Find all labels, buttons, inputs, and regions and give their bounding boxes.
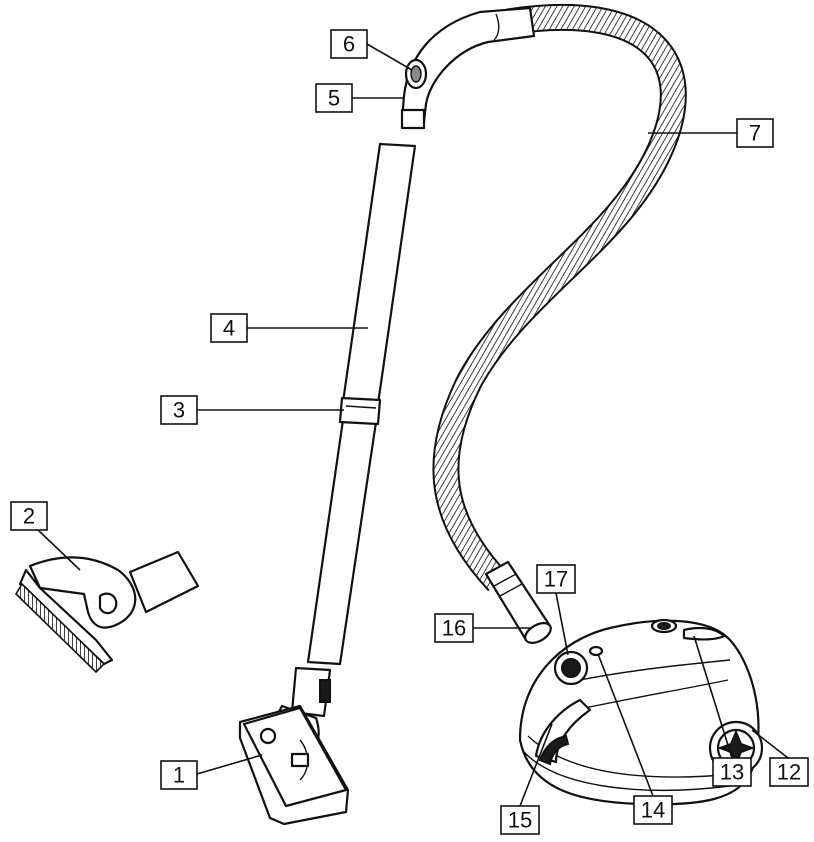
leader-14 [597, 653, 654, 797]
hose-connector [484, 560, 552, 644]
callout-17: 17 [536, 564, 576, 594]
callout-7: 7 [736, 118, 774, 148]
callout-6: 6 [330, 29, 368, 59]
vacuum-body [518, 618, 764, 806]
callout-5-label: 5 [328, 86, 340, 111]
callout-17-label: 17 [544, 567, 568, 592]
callout-4: 4 [210, 313, 248, 343]
callout-3: 3 [160, 395, 198, 425]
callout-6-label: 6 [343, 32, 355, 57]
floor-nozzle [238, 666, 350, 826]
leader-13 [693, 635, 733, 759]
telescopic-tube [306, 142, 417, 666]
callout-13-label: 13 [720, 760, 744, 785]
callout-16: 16 [434, 613, 474, 643]
callout-16-label: 16 [442, 616, 466, 641]
callout-15: 15 [500, 805, 540, 835]
dusting-brush [14, 550, 200, 674]
leader-2 [37, 529, 81, 571]
leader-6 [366, 43, 413, 71]
callout-14: 14 [633, 795, 673, 825]
callout-2-label: 2 [23, 504, 35, 529]
callout-7-label: 7 [749, 121, 761, 146]
callout-1-label: 1 [173, 763, 185, 788]
leader-12 [751, 729, 789, 759]
hose-handle [400, 6, 536, 130]
callout-15-label: 15 [508, 808, 532, 833]
leader-17 [555, 592, 569, 656]
callout-13: 13 [712, 757, 752, 787]
hose [432, 4, 687, 592]
leader-15 [519, 723, 553, 807]
leader-1 [196, 754, 263, 775]
callout-5: 5 [315, 83, 353, 113]
leader-lines [37, 43, 789, 807]
callout-12: 12 [769, 757, 809, 787]
callout-4-label: 4 [223, 316, 235, 341]
callout-14-label: 14 [641, 798, 665, 823]
callout-3-label: 3 [173, 398, 185, 423]
callout-12-label: 12 [777, 760, 801, 785]
callout-1: 1 [160, 760, 198, 790]
callout-2: 2 [10, 501, 48, 531]
